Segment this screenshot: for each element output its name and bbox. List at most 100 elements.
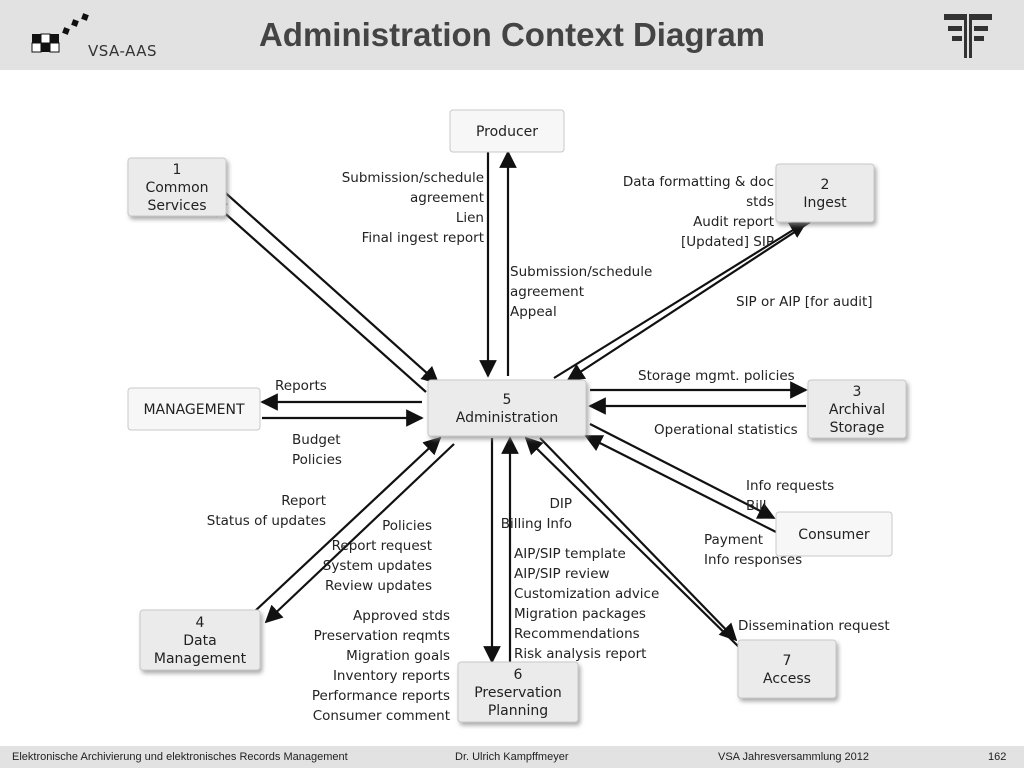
flow-label-line: Storage mgmt. policies [638,368,795,384]
footer-author: Dr. Ulrich Kampffmeyer [455,751,569,763]
flow-label-line: Billing Info [501,516,572,532]
flow-label-access-to-admin: Dissemination request [738,618,890,634]
arrow-admin-to-services [208,198,427,393]
arrows [208,150,811,664]
flow-label-line: Appeal [510,304,557,320]
flow-label-line: Operational statistics [654,422,798,438]
node-box [427,379,587,437]
arrow-consumer-to-admin [584,435,777,533]
node-label: 3 [853,384,862,400]
header-bar: VSA-AAS Administration Context Diagram [0,0,1024,70]
flow-label-line: Info responses [704,552,802,568]
flow-label-line: DIP [549,496,572,512]
flow-label-line: agreement [410,190,484,206]
flow-label-line: Status of updates [207,513,326,529]
flow-label-line: agreement [510,284,584,300]
node-label: Access [763,671,811,687]
node-box [127,387,261,431]
flow-label-line: Data formatting & doc [623,174,774,190]
flow-label-line: Risk analysis report [514,646,646,662]
node-label: 6 [514,667,523,683]
arrow-admin-to-access [539,437,738,642]
node-label: 7 [783,653,792,669]
node-label: Producer [476,124,538,140]
flow-label-admin-to-management: Reports [275,378,327,394]
node-box [807,379,907,439]
node-box [449,109,565,153]
flow-label-line: Lien [456,210,484,226]
node-label: 4 [196,615,205,631]
flow-label-line: Report request [332,538,432,554]
vsa-logo-icon [31,13,89,53]
flow-label-line: Inventory reports [333,668,450,684]
node-label: Consumer [798,527,870,543]
node-label: MANAGEMENT [143,402,245,418]
footer-bar: Elektronische Archivierung und elektroni… [0,746,1024,768]
page-title: Administration Context Diagram [258,16,766,53]
flow-label-line: System updates [323,558,432,574]
flow-label-line: Performance reports [312,688,450,704]
node-label: Services [147,198,206,214]
footer-event: VSA Jahresversammlung 2012 [718,751,870,763]
footer-page-number: 162 [988,751,1007,763]
node-producer: Producer [449,109,565,153]
arrow-admin-to-consumer [589,423,776,519]
flow-label-line: stds [746,194,774,210]
flow-label-line: Policies [292,452,342,468]
flow-label-line: Approved stds [353,608,450,624]
node-box [457,661,579,723]
flow-label-line: [Updated] SIP [681,234,774,250]
arrow-access-to-admin [524,436,745,653]
flow-label-line: Info requests [746,478,834,494]
brand-logo-icon [944,14,992,58]
node-label: Ingest [803,195,847,211]
node-label: Data [183,633,216,649]
node-management: MANAGEMENT [127,387,261,431]
flow-label-line: Reports [275,378,327,394]
node-label: 1 [173,162,182,178]
flow-label-line: Customization advice [514,586,659,602]
flow-label-line: Migration goals [346,648,450,664]
flow-label-admin-to-storage: Storage mgmt. policies [638,368,795,384]
flow-label-line: Consumer comment [313,708,450,724]
flow-label-line: Review updates [325,578,432,594]
node-label: Planning [488,703,548,719]
flow-label-storage-to-admin: Operational statistics [654,422,798,438]
node-box [775,163,875,223]
flow-label-line: Dissemination request [738,618,890,634]
flow-label-admin-to-ingest: SIP or AIP [for audit] [736,294,873,310]
arrow-admin-to-datamgmt [264,443,455,624]
node-consumer: Consumer [775,511,893,557]
node-label: Common [145,180,208,196]
footer-course-title: Elektronische Archivierung und elektroni… [12,751,348,763]
flow-label-line: Audit report [693,214,774,230]
node-label: Storage [830,420,885,436]
arrow-ingest-to-admin [566,221,811,381]
node-box [127,157,227,217]
flow-label-line: AIP/SIP template [514,546,626,562]
logo-left-text: VSA-AAS [88,42,158,60]
flow-label-line: Bill [746,498,767,514]
flow-label-line: Submission/schedule [342,170,484,186]
node-box [139,609,261,671]
arrow-datamgmt-to-admin [253,436,442,613]
flow-label-line: AIP/SIP review [514,566,610,582]
